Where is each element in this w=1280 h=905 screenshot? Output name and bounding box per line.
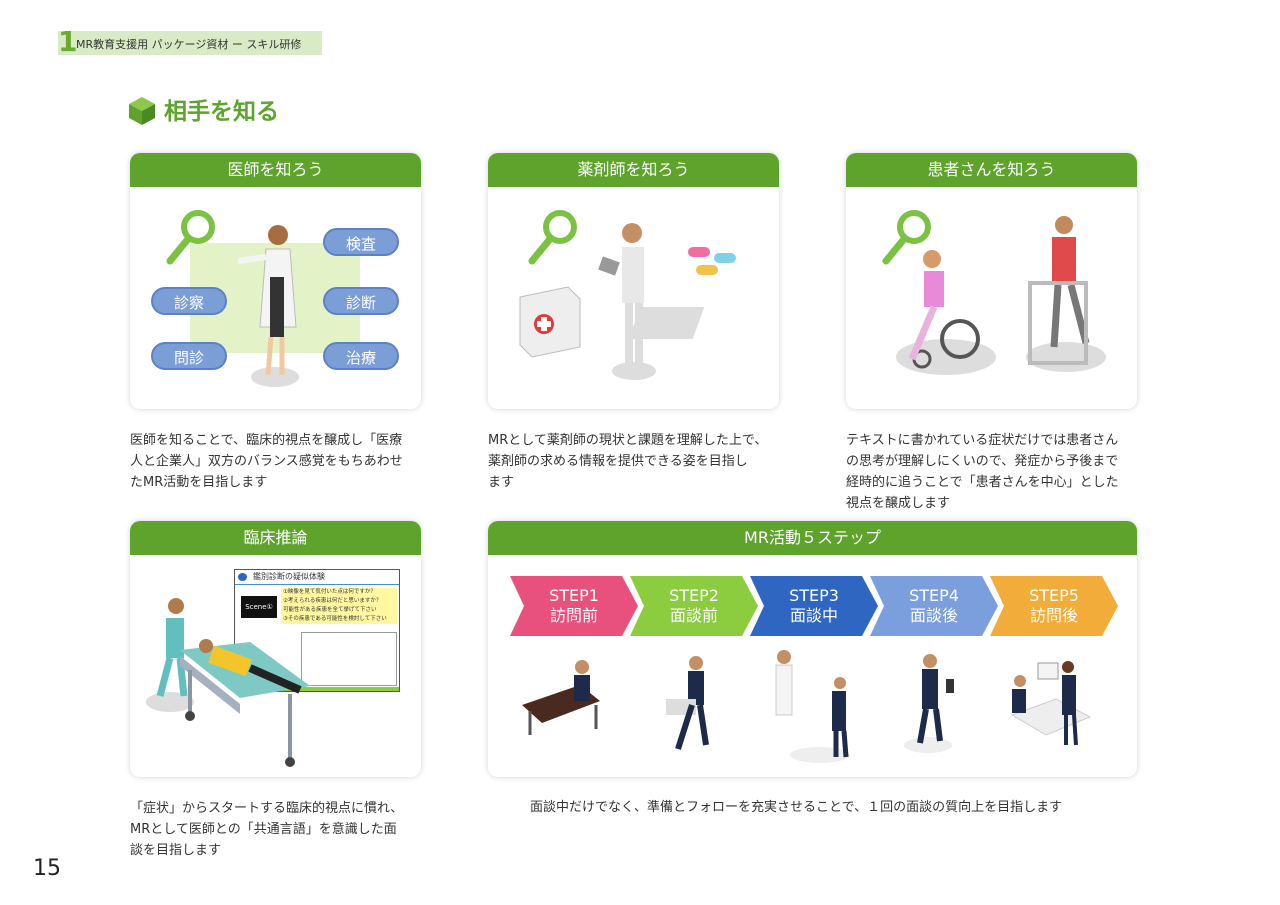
header-tag: 1 MR教育支援用 パッケージ資材 ー スキル研修	[58, 27, 322, 57]
pharmacist-desc-line: 薬剤師の求める情報を提供できる姿を目指し	[488, 454, 748, 469]
step-1-arrow	[510, 576, 638, 636]
patient-description: テキストに書かれている症状だけでは患者さん の思考が理解しにくいので、発症から予…	[846, 430, 1146, 514]
step-3-label: 面談中	[789, 606, 838, 625]
patient-desc-line: テキストに書かれている症状だけでは患者さん	[846, 433, 1119, 448]
tag-treatment: 治療	[323, 342, 399, 370]
step-5-label: 訪問後	[1029, 606, 1078, 625]
steps-description: 面談中だけでなく、準備とフォローを充実させることで、１回の面談の質向上を目指しま…	[530, 800, 1063, 815]
slide-question: 可能性がある疾患を全て挙げて下さい	[283, 607, 377, 613]
step-3-scene	[775, 650, 850, 763]
scene-badge: Scene①	[241, 596, 277, 618]
slide-question: ②考えられる疾患は何だと思いますか？	[283, 598, 382, 604]
magnifier-icon	[166, 210, 215, 265]
pills-icon	[628, 247, 736, 339]
patient-card-title: 患者さんを知ろう	[846, 153, 1137, 187]
step-1-scene	[522, 660, 600, 735]
header-text: MR教育支援用 パッケージ資材 ー スキル研修	[76, 38, 302, 51]
step-4-label: 面談後	[909, 606, 958, 625]
chapter-number: 1	[58, 25, 78, 58]
first-aid-kit-icon	[519, 286, 581, 358]
patient-desc-line: の思考が理解しにくいので、発症から予後まで	[846, 454, 1119, 469]
slide-question: ③その疾患である可能性を検討して下さい	[283, 616, 387, 622]
step-5-scene	[1010, 661, 1092, 746]
patient-desc-line: 視点を醸成します	[846, 496, 951, 511]
patient-desc-line: 経時的に追うことで「患者さんを中心」とした	[846, 475, 1119, 490]
steps-card: MR活動５ステップ	[488, 521, 1137, 777]
step-2-label: 面談前	[669, 606, 718, 625]
steps-card-title: MR活動５ステップ	[488, 521, 1137, 555]
pharmacist-desc-line: ます	[488, 475, 515, 490]
patient-illustration	[882, 210, 1106, 375]
slide-header: 鑑別診断の疑似体験	[235, 570, 399, 585]
doctor-description: 医師を知ることで、臨床的視点を醸成し「医療 人と企業人」双方のバランス感覚をもち…	[130, 430, 430, 493]
step-3-number: STEP3	[789, 586, 839, 605]
page-number: 15	[33, 856, 61, 881]
clinical-desc-line: MRとして医師との「共通言語」を意識した面	[130, 822, 397, 837]
clinical-description: 「症状」からスタートする臨床的視点に慣れ、 MRとして医師との「共通言語」を意識…	[130, 798, 430, 861]
slide-logo-icon	[238, 573, 247, 581]
step-3-arrow	[750, 576, 878, 636]
pharmacist-desc-line: MRとして薬剤師の現状と課題を理解した上で、	[488, 433, 768, 448]
step-1-number: STEP1	[549, 586, 599, 605]
magnifier-icon	[528, 210, 577, 265]
magnifier-icon	[882, 210, 931, 265]
tag-diagnosis: 診断	[323, 287, 399, 315]
doctor-desc-line: 医師を知ることで、臨床的視点を醸成し「医療	[130, 433, 403, 448]
slide-question: ①映像を見て気付いた点は何ですか？	[283, 589, 376, 595]
slide-title: 鑑別診断の疑似体験	[253, 572, 325, 581]
tag-consultation: 診察	[151, 287, 227, 315]
tag-exam: 検査	[323, 228, 399, 256]
doctor-desc-line: 人と企業人」双方のバランス感覚をもちあわせ	[130, 454, 403, 469]
step-2-number: STEP2	[669, 586, 719, 605]
step-4-number: STEP4	[909, 586, 959, 605]
clinical-desc-line: 「症状」からスタートする臨床的視点に慣れ、	[130, 801, 404, 816]
step-2-arrow	[630, 576, 758, 636]
clinical-card-title: 臨床推論	[130, 521, 421, 555]
pharmacist-description: MRとして薬剤師の現状と課題を理解した上で、 薬剤師の求める情報を提供できる姿を…	[488, 430, 788, 493]
doctor-desc-line: たMR活動を目指します	[130, 475, 268, 490]
slide-footer-bar	[235, 687, 399, 691]
step-4-arrow	[870, 576, 998, 636]
cube-icon	[129, 97, 155, 125]
step-5-arrow	[990, 576, 1118, 636]
step-5-number: STEP5	[1029, 586, 1079, 605]
step-2-scene	[666, 656, 709, 750]
pharmacist-card-title: 薬剤師を知ろう	[488, 153, 779, 187]
steps-illustrations	[522, 650, 1092, 763]
doctor-card-title: 医師を知ろう	[130, 153, 421, 187]
step-1-label: 訪問前	[549, 606, 598, 625]
patient-card: 患者さんを知ろう	[846, 153, 1137, 409]
tag-interview: 問診	[151, 342, 227, 370]
pharmacist-illustration	[519, 210, 736, 380]
clinical-illustration	[146, 598, 310, 767]
step-4-scene	[904, 654, 954, 753]
slide-table	[301, 632, 397, 686]
clinical-desc-line: 談を目指します	[130, 843, 222, 858]
section-title-text: 相手を知る	[164, 99, 279, 125]
slide-questions: ①映像を見て気付いた点は何ですか？ ②考えられる疾患は何だと思いますか？ 可能性…	[281, 588, 397, 624]
